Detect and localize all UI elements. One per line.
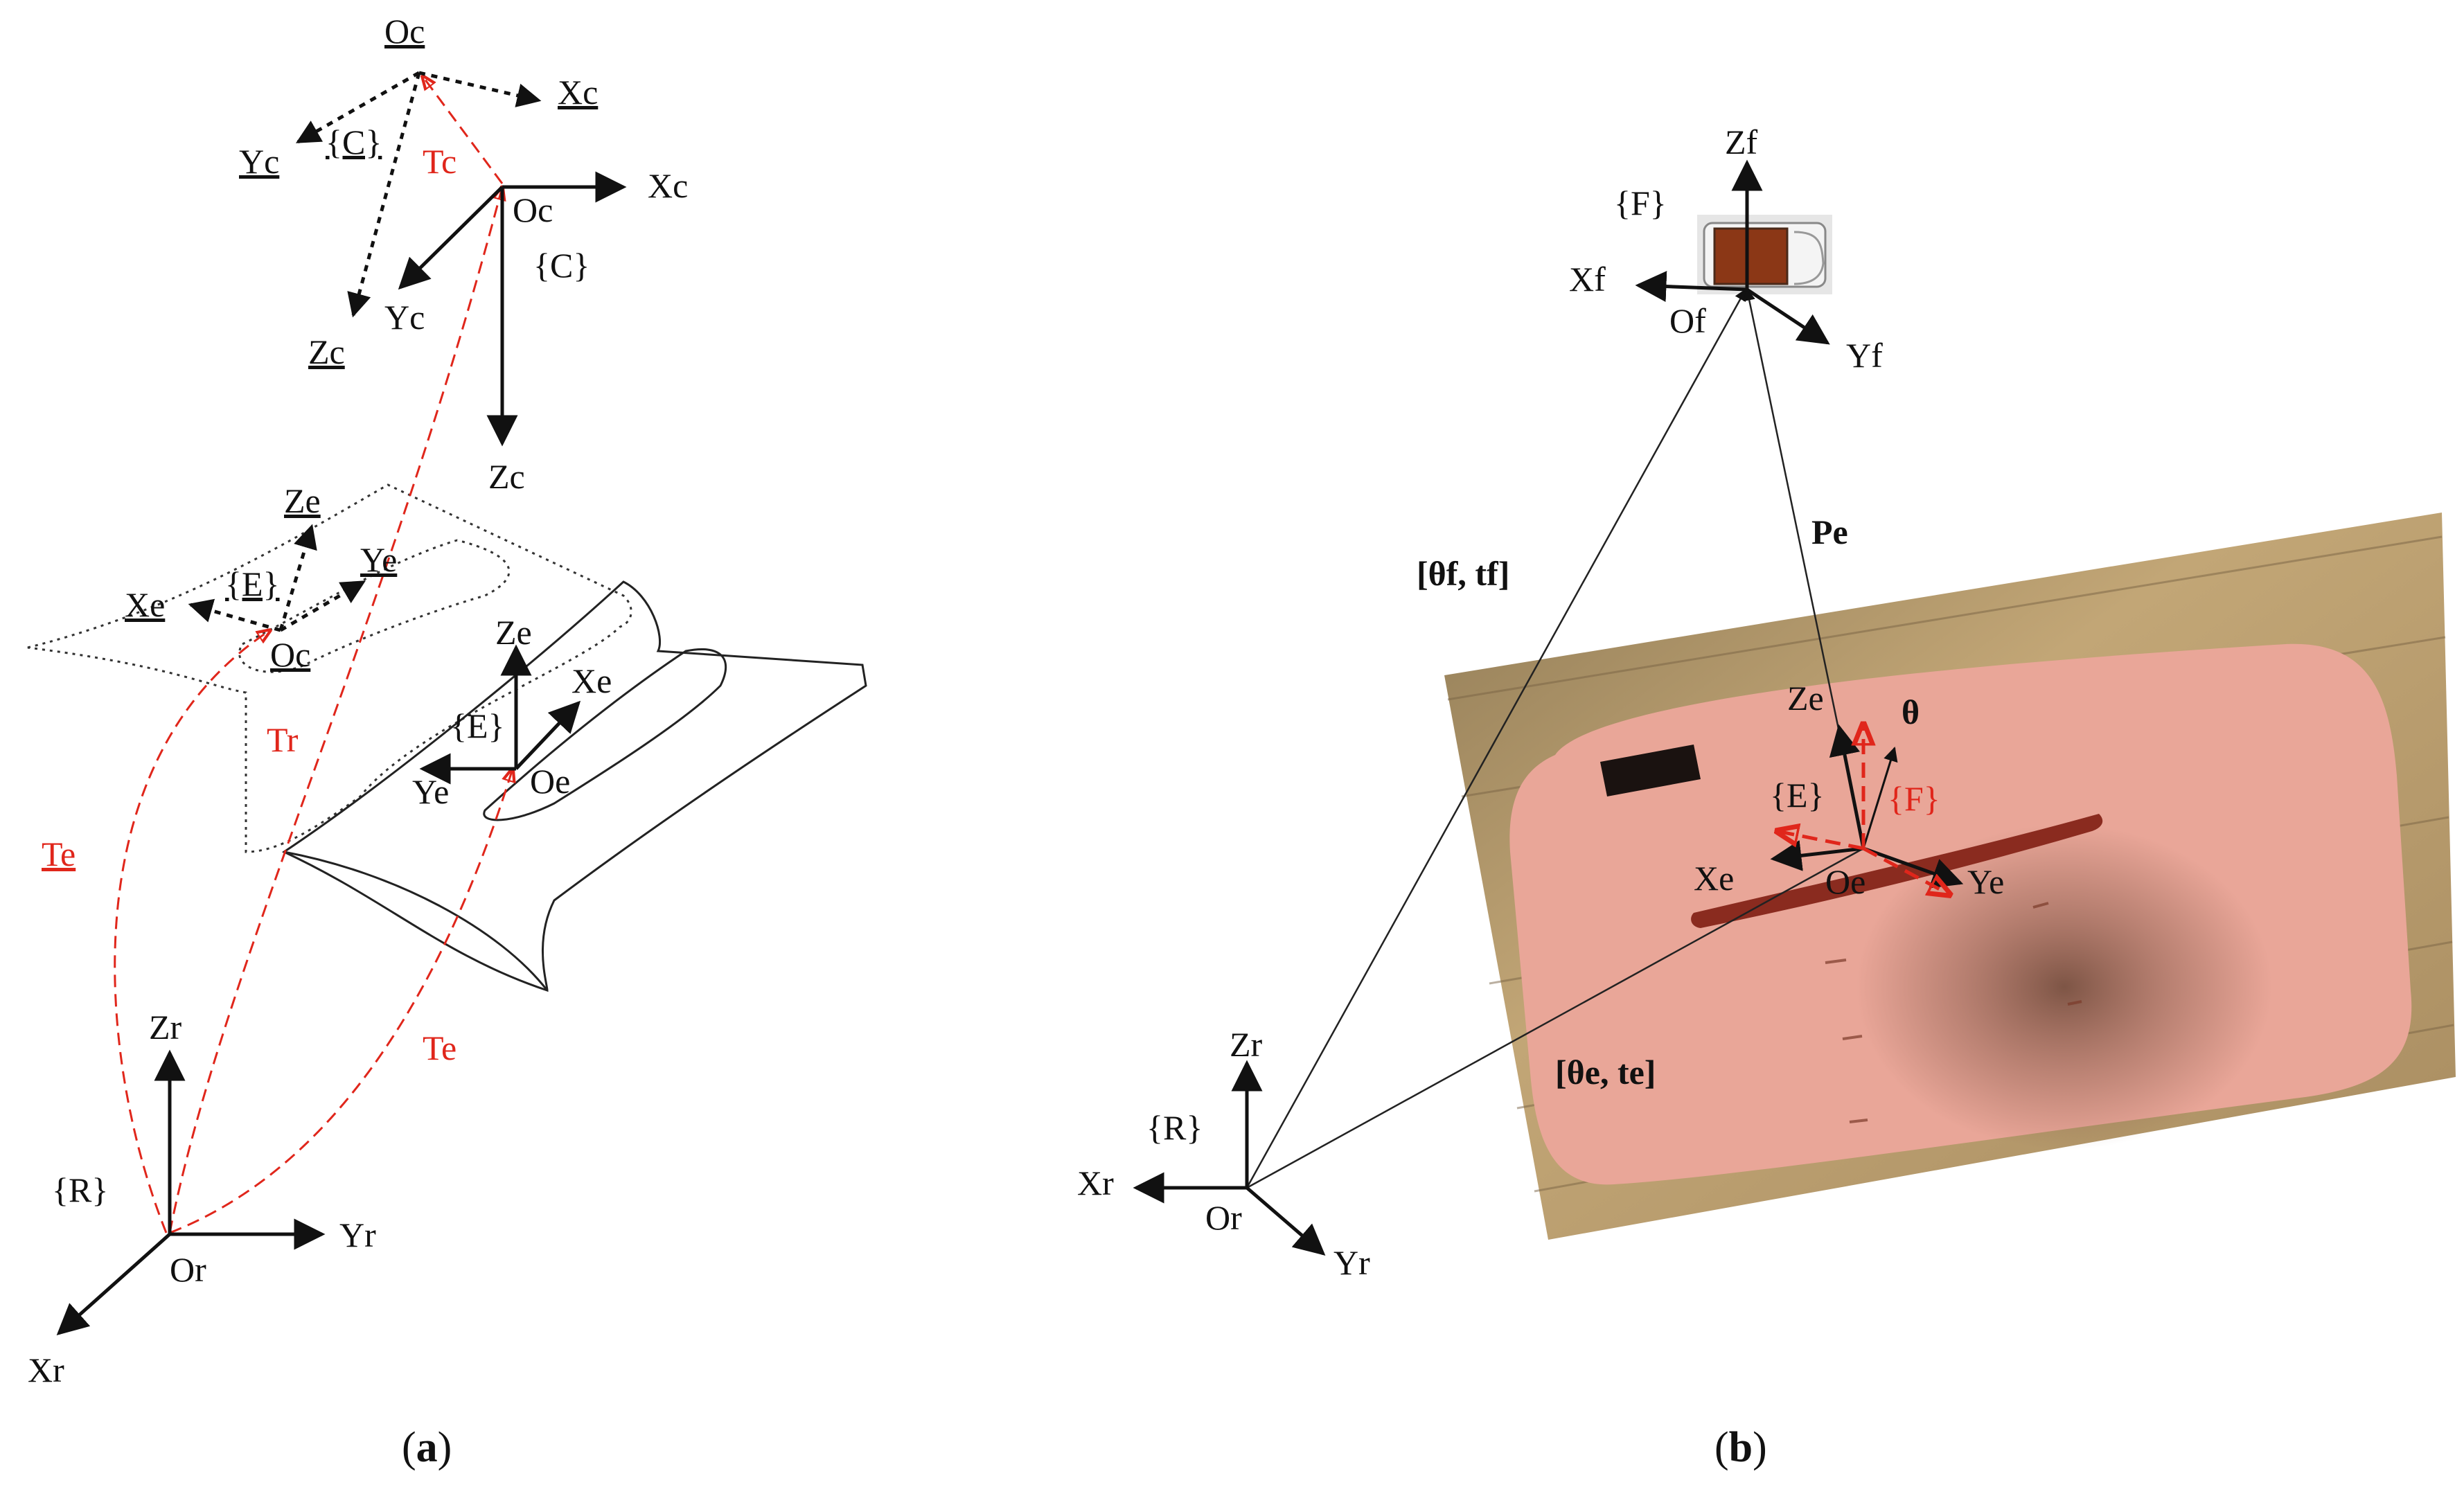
label-c-frame-dotted: {C}: [326, 123, 382, 161]
label-xf: Xf: [1569, 260, 1606, 299]
frame-f: [1635, 159, 1830, 345]
label-yf: Yf: [1846, 336, 1883, 375]
label-r-frame: {R}: [52, 1170, 108, 1209]
transform-te-right: [169, 769, 513, 1234]
label-of: Of: [1669, 301, 1706, 340]
label-zc-dotted: Zc: [308, 332, 345, 371]
label-ze-b: Ze: [1787, 679, 1824, 718]
transform-tc: [423, 76, 504, 184]
solid-surface-edge: [283, 851, 549, 991]
label-ze: Ze: [495, 613, 532, 652]
label-oc: Oc: [513, 190, 553, 229]
label-oc-dotted: Oc: [384, 12, 425, 51]
panel-a: Oc Xc Yc {C} Tc Oc Xc {C} Yc Zc Zc Ze {E…: [27, 12, 867, 1471]
label-yc-dotted: Yc: [239, 142, 279, 181]
label-xc: Xc: [648, 166, 688, 205]
phantom-photo: [1444, 513, 2456, 1240]
label-xe: Xe: [571, 661, 612, 700]
label-oe-b: Oe: [1825, 862, 1865, 901]
tissue-shadow: [1856, 824, 2272, 1150]
solid-surface: [281, 580, 867, 992]
label-e-frame: {E}: [450, 706, 505, 745]
label-zr: Zr: [149, 1008, 182, 1047]
suture-marks: [1825, 902, 2082, 1123]
label-ye: Ye: [412, 772, 449, 811]
label-yc: Yc: [384, 298, 425, 337]
label-te-right: Te: [423, 1028, 457, 1067]
force-sensor: [1697, 215, 1832, 294]
label-zc: Zc: [488, 457, 525, 496]
caption-a: (a): [402, 1424, 452, 1471]
frame-e: [419, 644, 581, 785]
label-xr-b: Xr: [1077, 1164, 1114, 1202]
incision: [1691, 814, 2103, 928]
label-yr: Yr: [339, 1216, 376, 1254]
label-theta-e-te: [θe, te]: [1555, 1053, 1656, 1092]
label-r-frame-b: {R}: [1146, 1108, 1203, 1147]
label-ye-dotted: Ye: [360, 540, 397, 579]
label-c-frame: {C}: [533, 246, 590, 285]
label-f-frame-red: {F}: [1888, 779, 1940, 818]
frame-c: [398, 171, 627, 447]
label-xr: Xr: [28, 1351, 64, 1389]
label-te-left: Te: [42, 835, 76, 873]
dotted-surface-slot: [238, 539, 511, 673]
label-or: Or: [170, 1250, 206, 1289]
label-pe: Pe: [1811, 513, 1848, 551]
frame-r-b: [1133, 1060, 1326, 1256]
label-e-frame-b: {E}: [1770, 776, 1825, 814]
transform-tr: [168, 187, 502, 1234]
panel-b: Zf {F} Xf Of Yf Pe [θf, tf] Ze θ {E} {F}…: [1077, 123, 2456, 1471]
label-tc: Tc: [423, 142, 457, 181]
label-or-b: Or: [1205, 1198, 1242, 1237]
frame-f-tissue-red: [1777, 724, 1950, 895]
solid-surface-slot: [483, 648, 727, 821]
label-e-frame-dotted: {E}: [225, 564, 280, 603]
label-yr-b: Yr: [1333, 1243, 1370, 1282]
label-xe-dotted: Xe: [125, 585, 165, 624]
label-tr: Tr: [267, 720, 299, 759]
label-xe-b: Xe: [1694, 859, 1734, 898]
marker-patch: [1600, 745, 1701, 796]
label-theta-f-tf: [θf, tf]: [1417, 554, 1509, 593]
transform-te-left: [114, 630, 270, 1234]
dotted-surface: [27, 483, 632, 853]
label-oc-surface: Oc: [270, 635, 310, 674]
frame-c-dotted: [295, 71, 542, 318]
caption-b: (b): [1714, 1424, 1767, 1471]
label-theta: θ: [1902, 693, 1920, 731]
label-zf: Zf: [1725, 123, 1758, 161]
label-oe: Oe: [530, 762, 570, 801]
label-zr-b: Zr: [1230, 1025, 1263, 1064]
frame-e-dotted: [188, 524, 366, 632]
label-ze-dotted: Ze: [284, 481, 321, 520]
frame-e-tissue: [1770, 724, 1964, 889]
label-f-frame: {F}: [1614, 184, 1667, 222]
frame-r: [56, 1049, 326, 1335]
label-xc-dotted: Xc: [558, 73, 598, 112]
label-ye-b: Ye: [1967, 862, 2004, 901]
